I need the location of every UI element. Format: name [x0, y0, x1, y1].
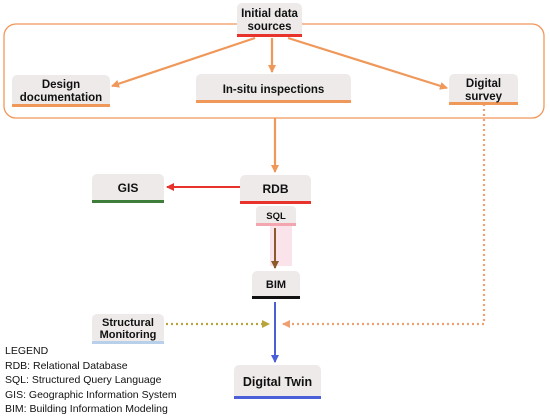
arrow-sources-to-design [111, 36, 256, 88]
arrow-survey-to-twin [282, 104, 486, 328]
node-label-monitoring-line2: Monitoring [100, 329, 157, 341]
node-label-gis: GIS [118, 181, 139, 195]
legend: LEGEND RDB: Relational Database SQL: Str… [5, 344, 225, 417]
node-label-rdb: RDB [263, 182, 289, 196]
arrow-sources-to-survey [287, 36, 448, 90]
node-initial-data-sources: Initial data sources [237, 3, 302, 37]
node-label-bim: BIM [266, 279, 286, 291]
node-label-initial-line1: Initial data [241, 8, 298, 20]
sql-link-band [270, 226, 292, 266]
node-label-insitu: In-situ inspections [223, 84, 325, 96]
node-label-sql: SQL [266, 211, 286, 222]
node-rdb: RDB [240, 175, 311, 204]
legend-item-rdb: RDB: Relational Database [5, 359, 128, 372]
node-gis: GIS [92, 174, 164, 203]
node-digital-survey: Digital survey [449, 74, 518, 105]
node-label-survey-line1: Digital [466, 78, 501, 90]
legend-item-bim: BIM: Building Information Modeling [5, 403, 168, 416]
node-bim: BIM [252, 271, 300, 299]
legend-item-sql: SQL: Structured Query Language [5, 374, 162, 387]
legend-item-gis: GIS: Geographic Information System [5, 388, 177, 401]
node-label-monitoring-line1: Structural [102, 317, 154, 329]
node-label-design-line1: Design [42, 79, 80, 91]
node-label-design-line2: documentation [20, 92, 102, 104]
node-structural-monitoring: Structural Monitoring [92, 314, 164, 344]
legend-title: LEGEND [5, 345, 49, 357]
node-design-documentation: Design documentation [12, 75, 110, 107]
node-in-situ-inspections: In-situ inspections [196, 74, 351, 103]
node-label-initial-line2: sources [247, 21, 291, 33]
node-label-survey-line2: survey [465, 91, 503, 103]
node-sql: SQL [256, 206, 296, 226]
node-label-twin: Digital Twin [243, 375, 312, 389]
node-digital-twin: Digital Twin [234, 365, 321, 399]
